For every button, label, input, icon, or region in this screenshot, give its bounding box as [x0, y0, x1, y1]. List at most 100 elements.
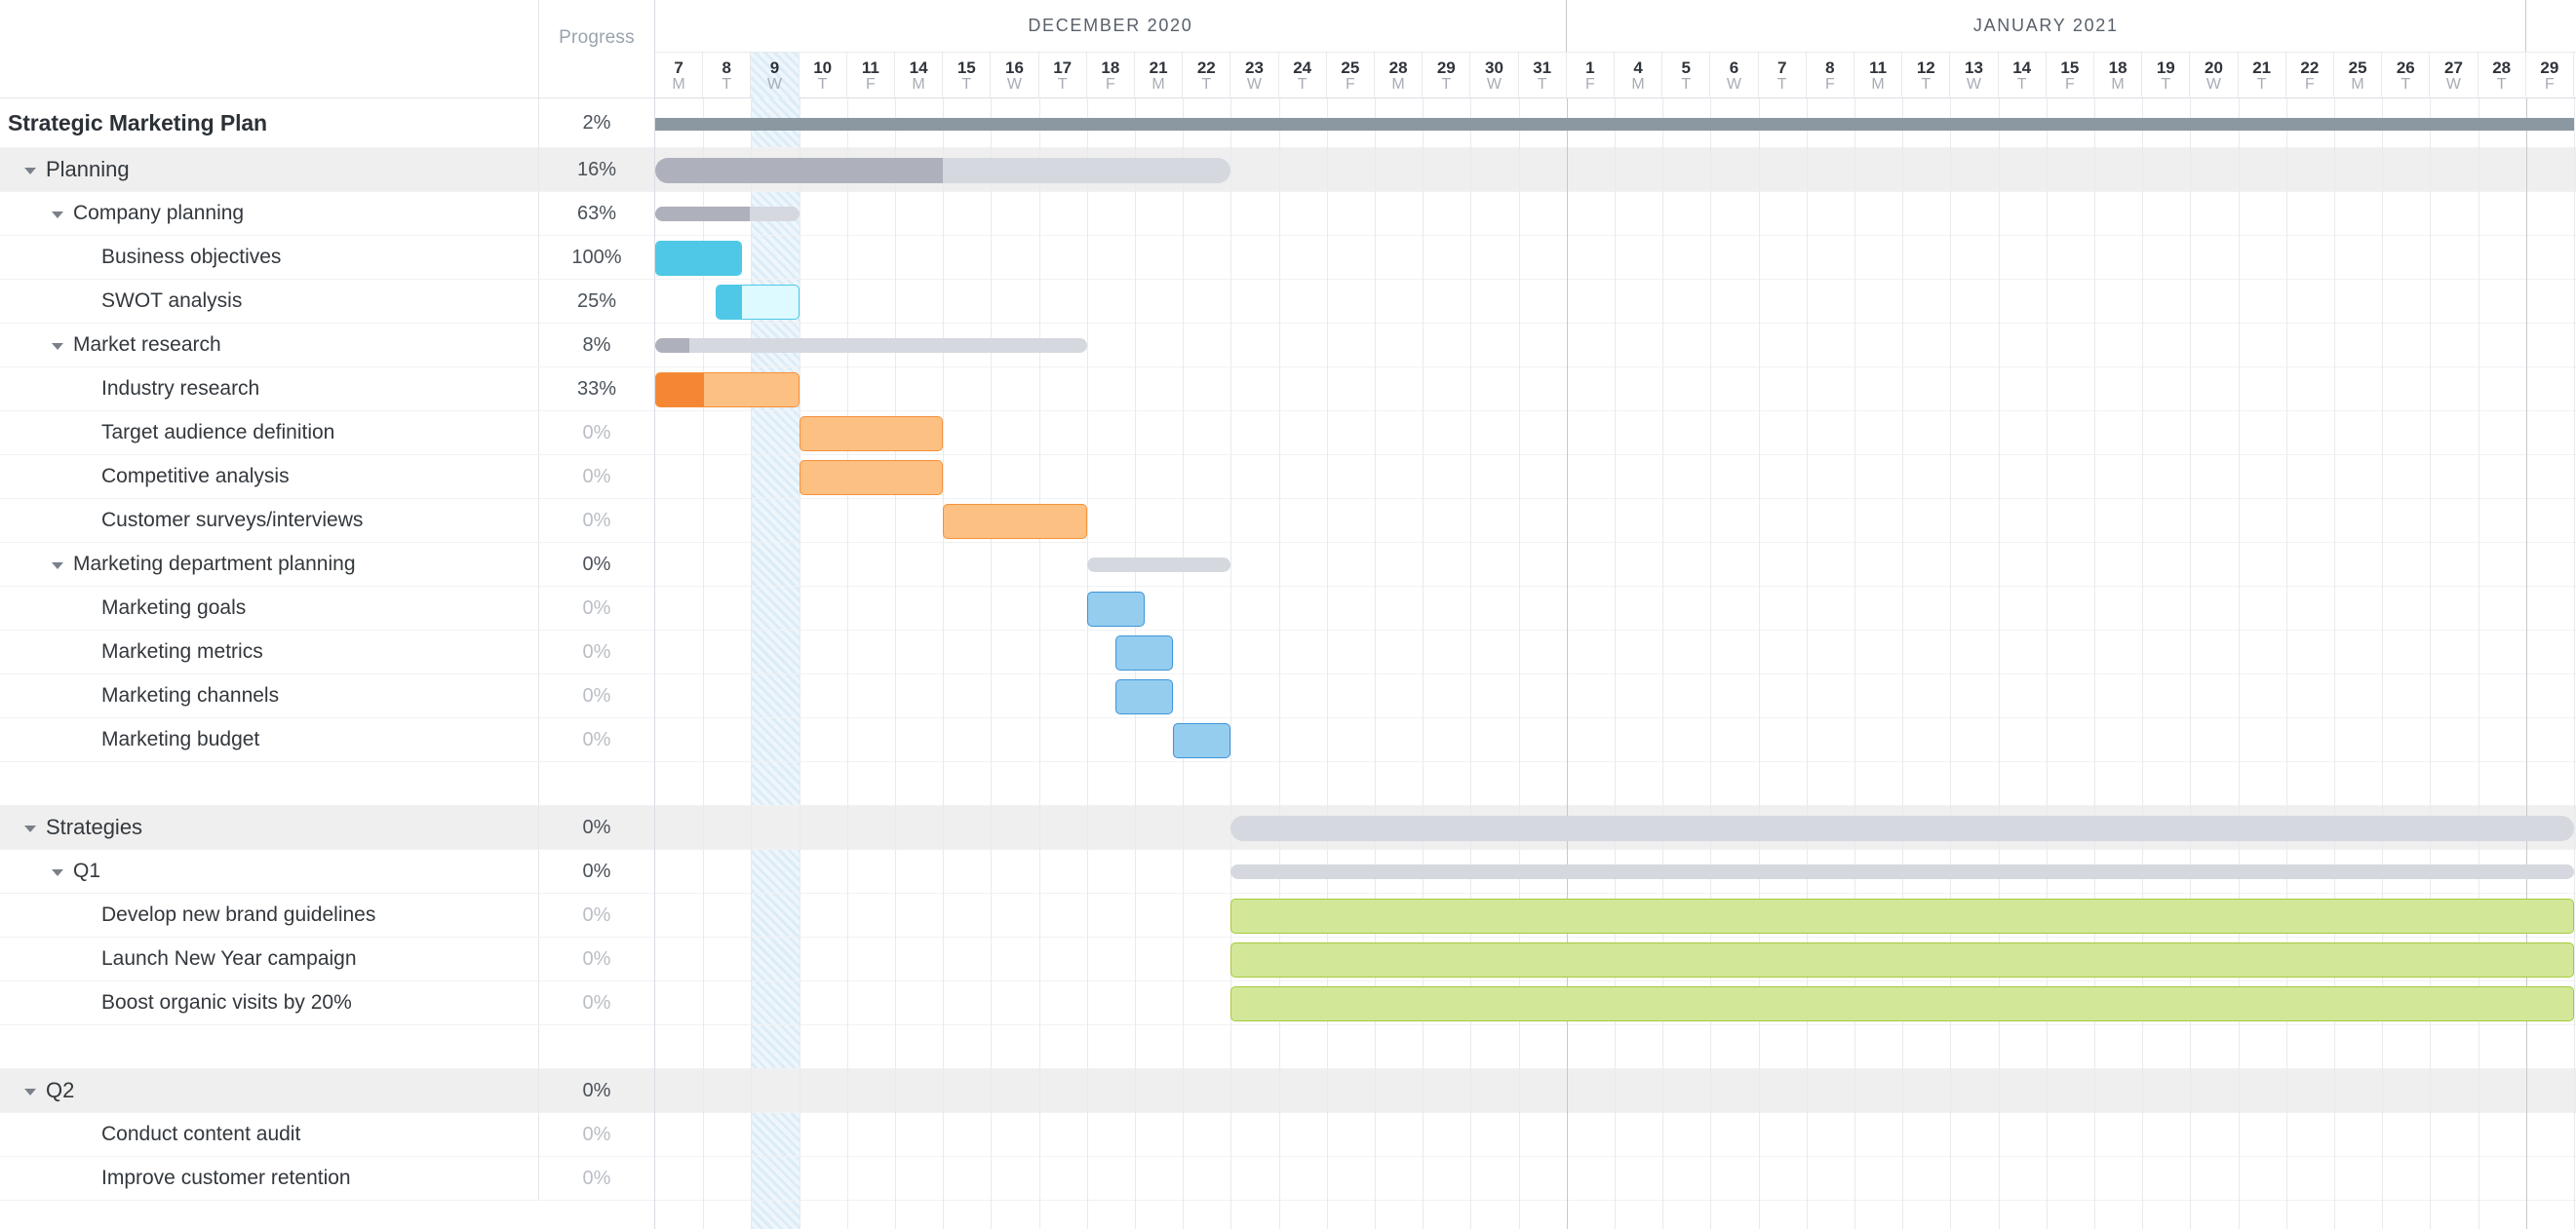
task-bar[interactable] [1230, 898, 2574, 934]
progress-cell[interactable]: 16% [538, 148, 654, 191]
progress-cell[interactable]: 0% [538, 938, 654, 980]
task-bar[interactable] [1115, 634, 1174, 671]
table-row[interactable]: Boost organic visits by 20%0% [0, 981, 654, 1025]
progress-cell[interactable]: 0% [538, 499, 654, 542]
progress-cell[interactable]: 0% [538, 1113, 654, 1156]
progress-cell[interactable]: 0% [538, 455, 654, 498]
task-bar[interactable] [799, 459, 944, 495]
progress-cell[interactable]: 0% [538, 718, 654, 761]
progress-cell[interactable]: 0% [538, 806, 654, 849]
progress-cell[interactable]: 0% [538, 587, 654, 630]
progress-cell[interactable]: 0% [538, 1069, 654, 1112]
group-summary-bar[interactable] [1086, 557, 1231, 572]
chevron-down-icon[interactable] [52, 208, 64, 220]
chevron-down-icon[interactable] [52, 558, 64, 571]
progress-cell[interactable]: 2% [538, 98, 654, 147]
chevron-down-icon[interactable] [24, 164, 37, 176]
progress-cell[interactable]: 8% [538, 324, 654, 366]
chevron-down-icon[interactable] [24, 1085, 37, 1097]
timeline-body[interactable] [655, 98, 2576, 1229]
task-bar[interactable] [1086, 591, 1145, 627]
task-bar[interactable] [655, 371, 800, 407]
group-summary-bar[interactable] [1230, 864, 2574, 879]
progress-cell[interactable]: 0% [538, 850, 654, 893]
task-bar[interactable] [1115, 678, 1174, 714]
progress-cell[interactable]: 0% [538, 411, 654, 454]
chevron-down-icon[interactable] [52, 865, 64, 878]
progress-cell[interactable]: 0% [538, 631, 654, 673]
task-bar[interactable] [1173, 722, 1231, 758]
progress-cell[interactable]: 0% [538, 674, 654, 717]
group-summary-bar[interactable] [655, 338, 1087, 353]
progress-cell[interactable]: 33% [538, 367, 654, 410]
progress-cell[interactable]: 63% [538, 192, 654, 235]
progress-cell[interactable]: 25% [538, 280, 654, 323]
progress-cell[interactable]: 0% [538, 1157, 654, 1200]
task-bar[interactable] [1230, 941, 2574, 978]
progress-cell[interactable]: 0% [538, 543, 654, 586]
project-summary-bar[interactable] [655, 118, 2574, 131]
chevron-down-icon[interactable] [24, 822, 37, 834]
task-bar[interactable] [655, 240, 742, 276]
grid-header-progress-column[interactable]: Progress [538, 0, 654, 97]
